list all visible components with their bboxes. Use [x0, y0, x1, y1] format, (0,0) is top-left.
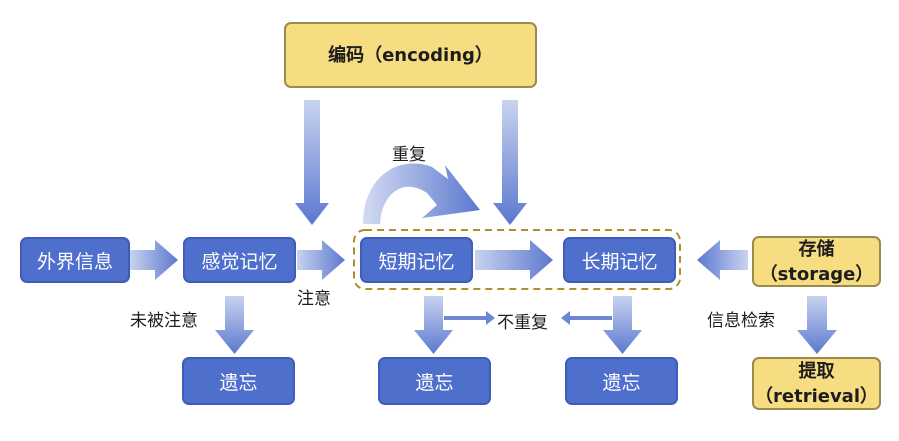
retrieval-box: 提取 （retrieval）	[752, 357, 881, 410]
retrieval-title: 提取	[798, 360, 835, 382]
arrow-sensory-to-forget	[215, 296, 254, 354]
forget-box-short-term: 遗忘	[378, 357, 491, 405]
not-attended-label: 未被注意	[130, 311, 198, 331]
external-info-label: 外界信息	[36, 250, 113, 273]
no-repeat-label: 不重复	[497, 313, 548, 333]
short-term-memory-label: 短期记忆	[378, 250, 455, 273]
storage-box: 存储 （storage）	[752, 236, 881, 287]
arrow-encoding-to-long	[493, 100, 527, 225]
info-retrieval-label: 信息检索	[707, 311, 775, 331]
forget-label: 遗忘	[415, 371, 454, 394]
arrow-short-to-long	[475, 240, 553, 280]
arrow-sensory-to-short	[297, 240, 345, 280]
forget-label: 遗忘	[602, 371, 641, 394]
long-term-memory-box: 长期记忆	[563, 237, 676, 283]
storage-subtitle: （storage）	[759, 263, 874, 285]
encoding-box: 编码（encoding）	[284, 22, 537, 88]
arrow-to-no-repeat-left	[444, 311, 495, 325]
long-term-memory-label: 长期记忆	[581, 250, 658, 273]
forget-box-long-term: 遗忘	[565, 357, 678, 405]
arrow-to-no-repeat-right	[561, 311, 612, 325]
repeat-label: 重复	[392, 145, 426, 165]
forget-label: 遗忘	[219, 371, 258, 394]
arrow-short-to-forget	[414, 296, 453, 354]
sensory-memory-box: 感觉记忆	[183, 237, 296, 283]
arrow-encoding-to-short	[295, 100, 329, 225]
sensory-memory-label: 感觉记忆	[201, 250, 278, 273]
retrieval-subtitle: （retrieval）	[755, 385, 878, 407]
arrow-long-to-forget	[603, 296, 642, 354]
arrow-storage-to-long	[697, 240, 748, 280]
memory-group-frame	[353, 229, 681, 290]
attention-label: 注意	[297, 289, 331, 309]
short-term-memory-box: 短期记忆	[360, 237, 473, 283]
storage-title: 存储	[798, 238, 835, 260]
forget-box-sensory: 遗忘	[182, 357, 295, 405]
encoding-label: 编码（encoding）	[328, 44, 493, 66]
arrow-external-to-sensory	[130, 240, 178, 280]
external-info-box: 外界信息	[20, 237, 130, 283]
rehearsal-curve-arrow	[363, 163, 480, 224]
arrow-storage-to-retrieval	[797, 296, 837, 354]
